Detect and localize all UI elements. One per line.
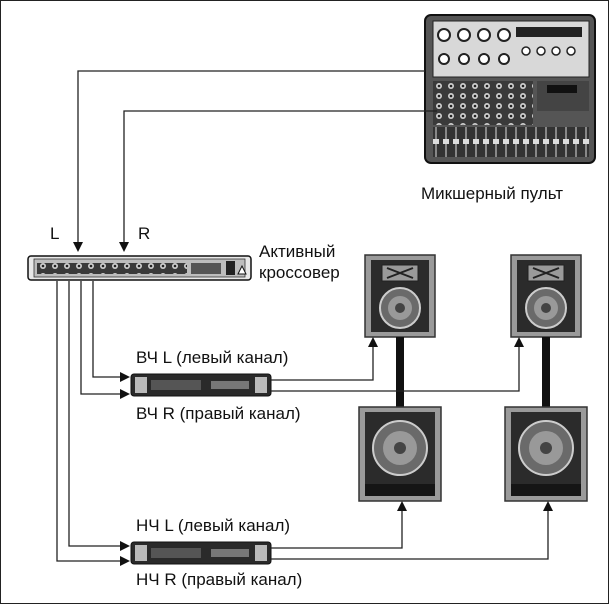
left-channel-label: L (50, 224, 60, 243)
mixer-input-jacks (437, 27, 582, 65)
mixer-faders (433, 127, 589, 157)
crossover-label-line1: Активный (259, 242, 336, 261)
lf-subwoofer-right (504, 406, 588, 502)
hf-amplifier (130, 373, 272, 397)
lf-left-label: НЧ L (левый канал) (136, 516, 291, 535)
lf-amplifier (130, 541, 272, 565)
lf-right-label: НЧ R (правый канал) (136, 570, 303, 589)
crossover-unit (27, 255, 252, 281)
mixer-knob-rows (433, 81, 533, 125)
hf-speaker-left (364, 254, 436, 338)
hf-speaker-right (510, 254, 582, 338)
mixer-console (424, 14, 596, 164)
hf-left-label: ВЧ L (левый канал) (136, 348, 289, 367)
right-channel-label: R (138, 224, 151, 243)
hf-right-label: ВЧ R (правый канал) (136, 404, 301, 423)
mixer-label: Микшерный пульт (421, 184, 564, 203)
lf-subwoofer-left (358, 406, 442, 502)
speaker-pole-left (396, 337, 404, 409)
signal-cables (56, 70, 553, 566)
crossover-label-line2: кроссовер (259, 263, 340, 282)
speaker-pole-right (542, 337, 550, 409)
